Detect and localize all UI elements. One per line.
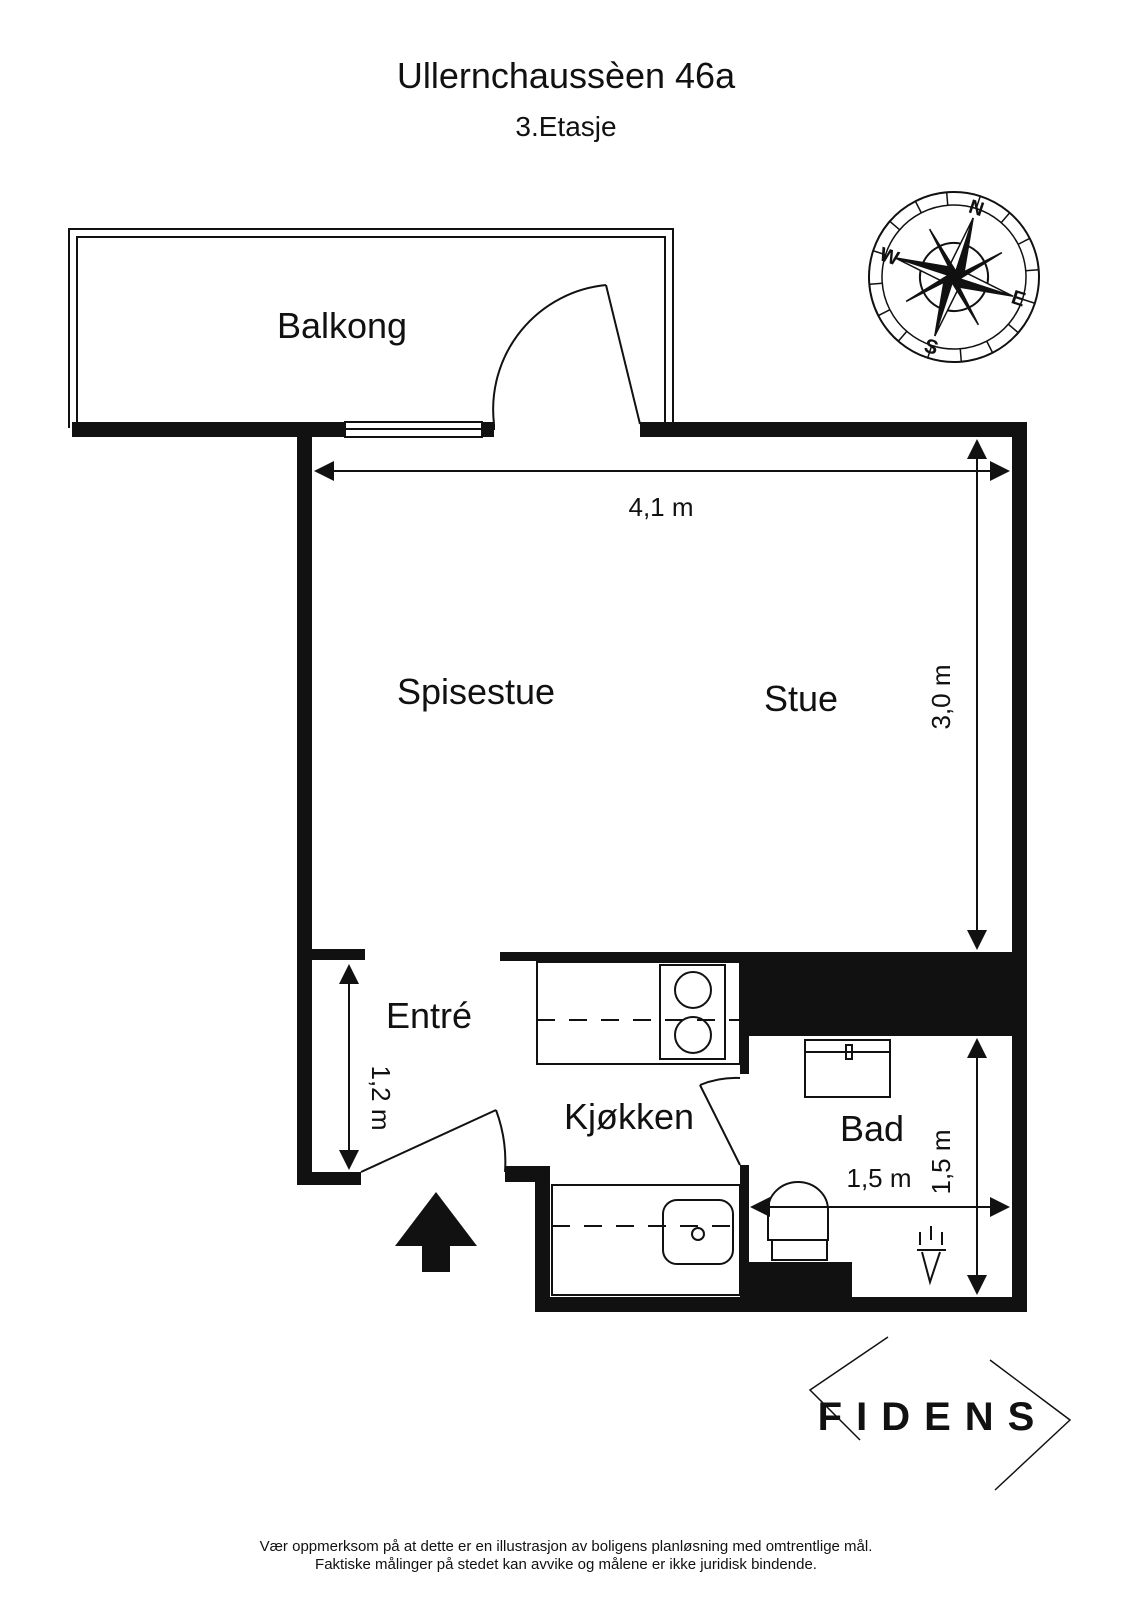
toilet: [767, 1181, 829, 1261]
interior-walls: [297, 949, 1027, 1312]
balcony-window: [344, 421, 483, 438]
dim-label-entry-depth: 1,2 m: [366, 1065, 396, 1130]
room-label-bath: Bad: [840, 1108, 904, 1149]
room-label-entry: Entré: [386, 995, 472, 1036]
brand-name: FIDENS: [818, 1395, 1049, 1439]
room-label-kitchen: Kjøkken: [564, 1096, 694, 1137]
compass-rose-icon: N E S W: [868, 191, 1040, 363]
plan-title: Ullernchaussèen 46a: [397, 55, 736, 96]
dim-label-bath-depth: 1,5 m: [926, 1129, 956, 1194]
room-label-balcony: Balkong: [277, 305, 407, 346]
kitchen-counter: [536, 961, 741, 1065]
shower-drain: [917, 1226, 946, 1286]
balcony-railing: [68, 228, 674, 428]
dim-label-living-depth: 3,0 m: [926, 664, 956, 729]
dim-label-bath-width: 1,5 m: [846, 1163, 911, 1193]
exterior-walls: [72, 422, 1027, 1312]
dimension-lines: [314, 439, 1010, 1295]
dim-label-living-width: 4,1 m: [628, 492, 693, 522]
compass-west: W: [877, 244, 902, 271]
entrance-arrow-icon: [395, 1192, 477, 1272]
kitchen-sink: [551, 1184, 741, 1296]
brand-logo: FIDENS: [808, 1336, 1072, 1491]
room-label-living: Stue: [764, 678, 838, 719]
floor-label: 3.Etasje: [515, 111, 616, 142]
balcony-door: [492, 284, 641, 430]
bathroom-sink: [804, 1039, 891, 1098]
compass-south: S: [921, 335, 940, 360]
disclaimer-line-2: Faktiske målinger på stedet kan avvike o…: [315, 1556, 817, 1573]
compass-east: E: [1009, 286, 1028, 311]
compass-north: N: [966, 196, 987, 221]
bath-door: [699, 1076, 741, 1166]
disclaimer-line-1: Vær oppmerksom på at dette er en illustr…: [260, 1538, 873, 1555]
entry-door: [360, 1109, 507, 1173]
room-label-dining: Spisestue: [397, 671, 555, 712]
